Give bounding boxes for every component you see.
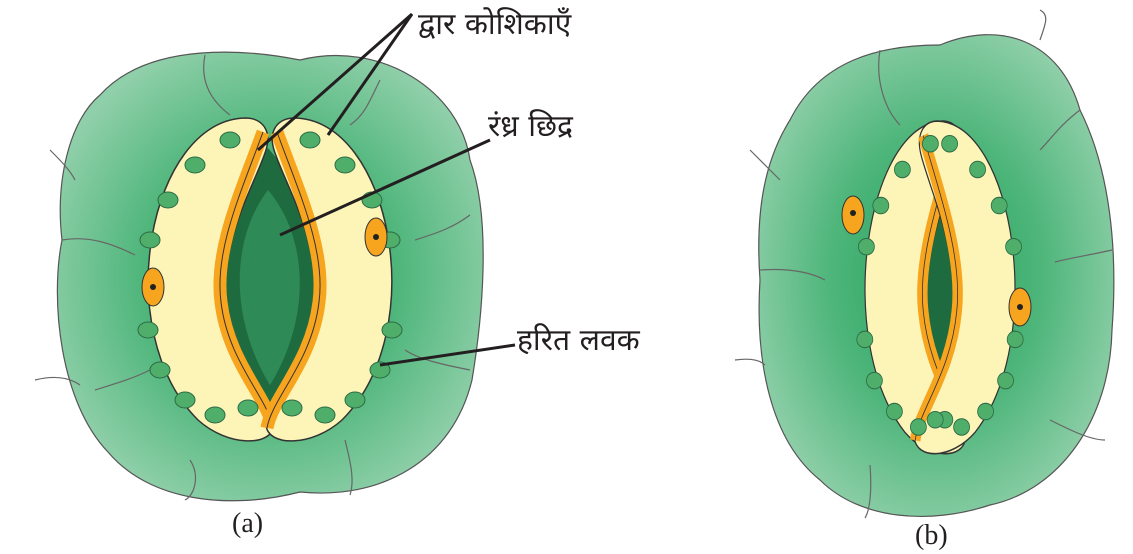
- chloroplast: [926, 411, 944, 429]
- label-guard-cells: द्वार कोशिकाएँ: [418, 7, 572, 42]
- chloroplast: [856, 330, 874, 349]
- chloroplast: [281, 399, 303, 417]
- chloroplast: [219, 131, 241, 149]
- chloroplast: [139, 231, 161, 249]
- chloroplast: [872, 196, 890, 215]
- chloroplast: [334, 156, 356, 174]
- chloroplast: [314, 406, 336, 424]
- chloroplast: [1006, 330, 1024, 349]
- chloroplast: [184, 156, 206, 174]
- chloroplasts: [137, 131, 403, 424]
- chloroplasts: [856, 134, 1024, 436]
- chloroplast: [149, 361, 171, 379]
- label-pointers: [257, 12, 516, 367]
- caption-b: (b): [915, 520, 948, 551]
- chloroplast: [299, 131, 321, 149]
- chloroplast: [990, 196, 1008, 215]
- chloroplast: [997, 371, 1015, 390]
- chloroplast: [157, 191, 179, 209]
- closed-stoma-b: [734, 9, 1115, 519]
- chloroplast: [969, 160, 987, 179]
- chloroplast: [344, 391, 366, 409]
- chloroplast: [137, 321, 159, 339]
- open-stoma-a: [34, 12, 516, 502]
- chloroplast: [369, 361, 391, 379]
- chloroplast: [894, 160, 911, 179]
- chloroplast: [237, 399, 259, 417]
- chloroplast: [922, 134, 939, 153]
- chloroplast: [886, 402, 903, 421]
- cell-walls: [34, 54, 471, 501]
- label-chloroplast: हरित लवक: [517, 323, 640, 358]
- chloroplast: [174, 391, 196, 409]
- cell-walls: [734, 9, 1113, 519]
- chloroplast: [381, 321, 403, 339]
- caption-a: (a): [232, 508, 264, 539]
- chloroplast: [866, 371, 883, 390]
- chloroplast: [1005, 237, 1023, 256]
- chloroplast: [977, 402, 995, 421]
- nucleus: [841, 195, 1032, 327]
- label-stomatal-pore: रंध्र छिद्र: [488, 109, 573, 144]
- nucleus: [141, 217, 388, 307]
- chloroplast: [953, 418, 971, 436]
- chloroplast: [858, 237, 875, 256]
- chloroplast: [204, 406, 226, 424]
- chloroplast: [941, 134, 959, 153]
- chloroplast: [910, 418, 927, 436]
